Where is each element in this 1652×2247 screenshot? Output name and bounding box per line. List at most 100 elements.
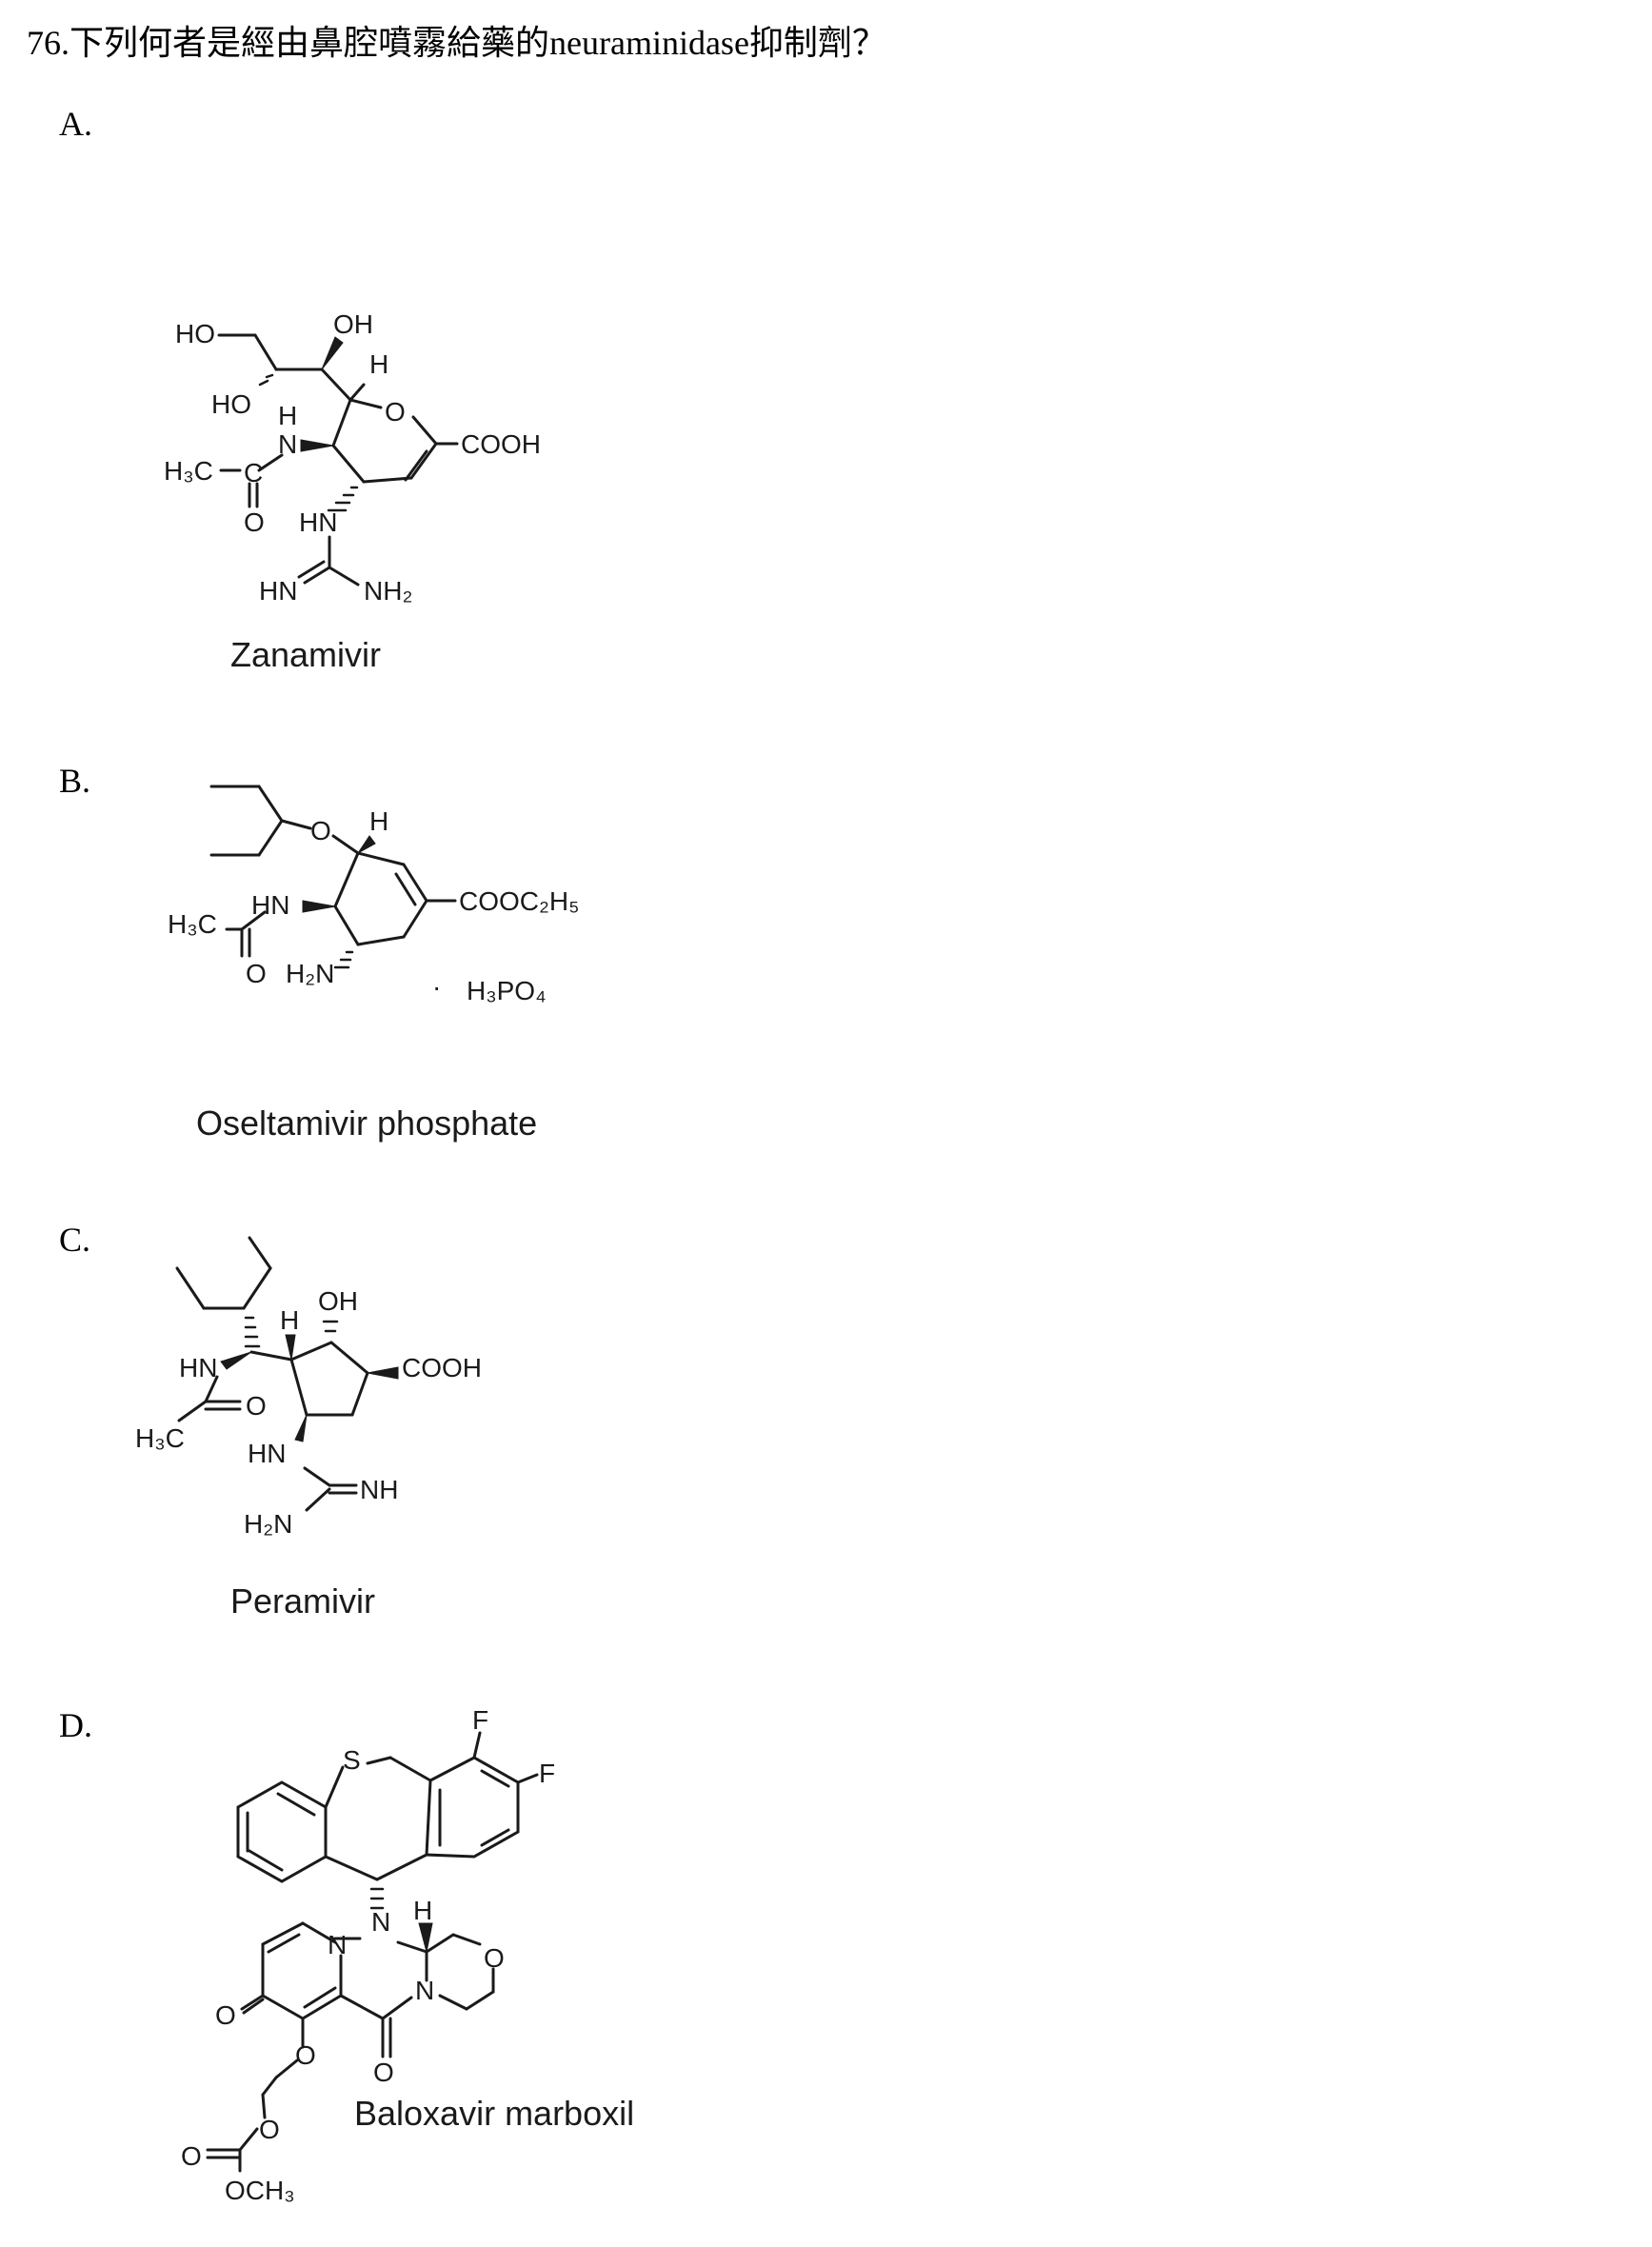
atom-label: NH₂ (364, 576, 412, 606)
bond (242, 1266, 272, 1310)
atom-label: H₃PO₄ (467, 976, 547, 1005)
bond (451, 1933, 482, 1946)
bond (303, 1986, 337, 2009)
question-text: 下列何者是經由鼻腔噴霧給藥的neuraminidase抑制劑？ (70, 24, 886, 62)
bond (261, 1921, 305, 1946)
bond (402, 899, 428, 939)
wedge-bond (302, 900, 336, 913)
bond (320, 368, 352, 402)
wedge-bond (285, 1334, 296, 1361)
bond (480, 1828, 510, 1847)
bond (261, 1994, 305, 2020)
hash-bond (265, 373, 274, 379)
drug-name-zanamivir: Zanamivir (230, 635, 381, 674)
bond (257, 785, 284, 823)
bond (375, 1853, 428, 1881)
bond (516, 1773, 539, 1784)
atom-label: O (246, 1391, 267, 1421)
bond (331, 444, 366, 484)
option-d-label[interactable]: D. (59, 1706, 92, 1744)
option-b-label[interactable]: B. (59, 762, 91, 800)
atom-label: N (415, 1976, 434, 2005)
structure-zanamivir: HO OH H HO O H N COOH H₃C C O HN HN NH₂ … (164, 309, 541, 674)
bond (331, 834, 360, 855)
atom-label: H (280, 1305, 299, 1335)
bond (238, 2127, 259, 2152)
wedge-bond (418, 1922, 433, 1953)
atom-label: HN (259, 576, 297, 606)
bond (480, 1769, 510, 1788)
bond (248, 1849, 284, 1872)
bond (333, 851, 360, 908)
bond (438, 1994, 468, 2011)
bond (274, 2058, 299, 2079)
atom-label: O (259, 2115, 280, 2144)
atom-label: COOH (461, 429, 541, 459)
bond (396, 1940, 428, 1954)
bond (388, 1756, 432, 1782)
bond (333, 905, 360, 946)
bond (261, 2093, 267, 2119)
atom-label: HO (211, 389, 251, 419)
atom-label: O (215, 2000, 236, 2030)
structure-baloxavir-marboxil: S F F N N H O N O O O O O OCH₃ Baloxavir… (181, 1705, 634, 2205)
bond (280, 819, 312, 830)
bond (249, 1350, 293, 1362)
atom-label: O (385, 397, 406, 427)
bond (303, 1466, 331, 1487)
atom-label: O (310, 816, 331, 845)
atom-label: NH (360, 1475, 398, 1504)
atom-label: H₂N (286, 959, 334, 988)
bond (339, 1994, 385, 2020)
atom-label: F (539, 1759, 555, 1788)
bond (404, 449, 428, 482)
bond (324, 1765, 345, 1809)
atom-label: OCH₃ (225, 2176, 295, 2205)
bond (240, 910, 267, 931)
bond (276, 1792, 316, 1817)
drug-name-peramivir: Peramivir (230, 1581, 375, 1621)
atom-label: C (244, 458, 263, 487)
bond (289, 1341, 333, 1362)
structure-peramivir: OH H HN COOH O H₃C HN NH H₂N Peramivir (135, 1236, 482, 1621)
bond (177, 1400, 208, 1422)
bond (248, 1236, 272, 1270)
atom-label: · (432, 972, 441, 1002)
atom-label: H (413, 1896, 432, 1925)
bond (381, 1996, 413, 2020)
bond (297, 560, 326, 579)
bond (394, 872, 417, 906)
bond (301, 1921, 337, 1944)
bond (329, 1341, 369, 1375)
bond (425, 1933, 455, 1954)
atom-label: S (343, 1745, 361, 1775)
atom-label: COOH (402, 1353, 482, 1382)
wedge-bond (294, 1414, 308, 1442)
option-a-label[interactable]: A. (59, 105, 92, 143)
wedge-bond (367, 1366, 399, 1380)
drug-name-oseltamivir-phosphate: Oseltamivir phosphate (196, 1104, 537, 1143)
bond (409, 442, 438, 480)
bond (348, 398, 383, 409)
atom-label: N (278, 429, 297, 459)
bond (289, 1358, 309, 1417)
atom-label: N (371, 1907, 390, 1937)
bond (348, 383, 366, 402)
atom-label: H₃C (164, 456, 213, 486)
bond (301, 1994, 343, 2020)
bond (356, 851, 406, 866)
bond (356, 935, 406, 946)
bond (242, 1998, 265, 2015)
atom-label: H (369, 349, 388, 379)
atom-label: O (246, 959, 267, 988)
bond (362, 476, 413, 484)
wedge-bond (321, 336, 344, 370)
question-number: 76. (27, 24, 70, 62)
atom-label: O (295, 2040, 316, 2070)
atom-label: O (484, 1943, 505, 1973)
option-c-label[interactable]: C. (59, 1221, 91, 1259)
question-stem: 76.下列何者是經由鼻腔噴霧給藥的neuraminidase抑制劑？ (27, 21, 886, 65)
hash-bond (258, 379, 269, 387)
atom-label: H (369, 806, 388, 836)
wedge-bond (300, 439, 334, 452)
